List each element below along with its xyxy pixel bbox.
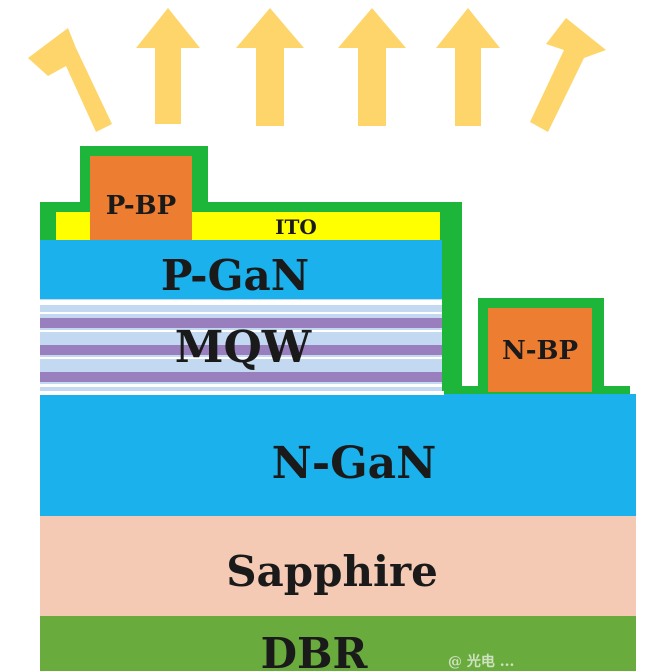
p-gan-layer xyxy=(40,240,442,299)
n-gan-top-edge xyxy=(40,391,444,395)
mqw-label: MQW xyxy=(175,322,312,373)
light-emission-arrows xyxy=(28,8,606,132)
n-bp-pad xyxy=(488,308,592,392)
light-arrow-icon xyxy=(236,8,304,126)
ito-label: ITO xyxy=(275,215,317,239)
light-arrow-icon xyxy=(338,8,406,126)
light-arrow-icon xyxy=(530,18,606,132)
dbr-label: DBR xyxy=(261,629,369,671)
mqw-layer xyxy=(40,298,442,391)
n-gan-label: N-GaN xyxy=(272,438,437,489)
p-gan-label: P-GaN xyxy=(161,251,309,300)
p-bp-label: P-BP xyxy=(106,191,176,221)
dbr-layer xyxy=(40,616,636,671)
sapphire-label: Sapphire xyxy=(226,547,438,596)
n-bp-label: N-BP xyxy=(502,336,578,366)
light-arrow-icon xyxy=(28,28,112,132)
sapphire-layer xyxy=(40,516,636,616)
light-arrow-icon xyxy=(436,8,500,126)
light-arrow-icon xyxy=(136,8,200,124)
watermark-text: @ 光电 ... xyxy=(448,653,514,670)
n-gan-layer xyxy=(40,394,636,516)
p-bp-pad xyxy=(90,156,192,240)
